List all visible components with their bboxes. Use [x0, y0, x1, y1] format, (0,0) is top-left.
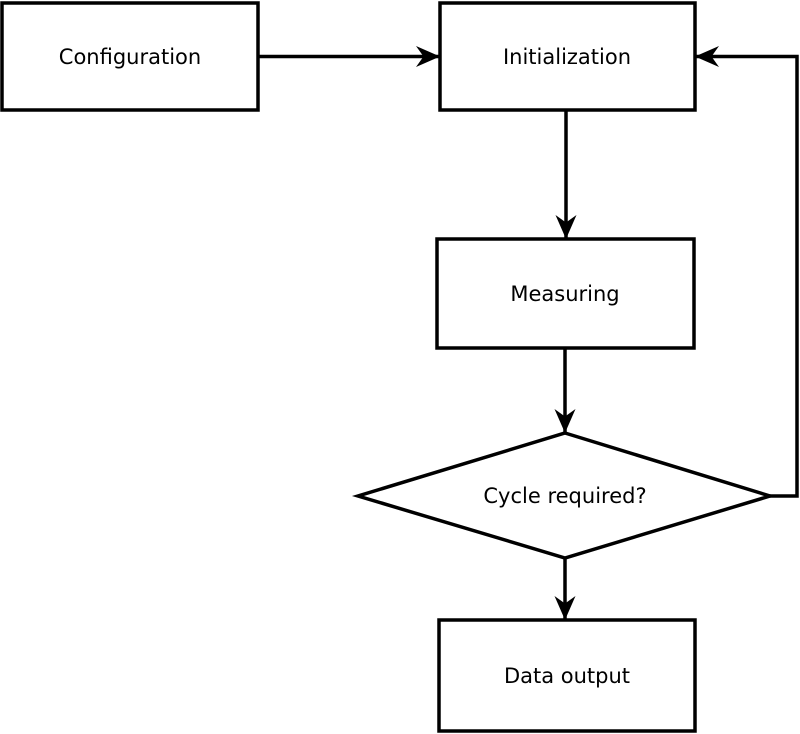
node-decision-label: Cycle required?	[483, 484, 646, 508]
arrow-decision-loop-to-initialization	[695, 46, 799, 498]
node-data-output-box	[437, 618, 697, 733]
node-decision-diamond	[351, 431, 777, 560]
node-configuration-box	[0, 1, 260, 112]
node-measuring-box	[435, 237, 696, 350]
node-data-output-label: Data output	[504, 664, 630, 688]
node-configuration-label: Configuration	[59, 45, 201, 69]
node-initialization-label: Initialization	[503, 45, 631, 69]
node-initialization-box	[438, 1, 697, 112]
node-measuring-label: Measuring	[510, 282, 619, 306]
